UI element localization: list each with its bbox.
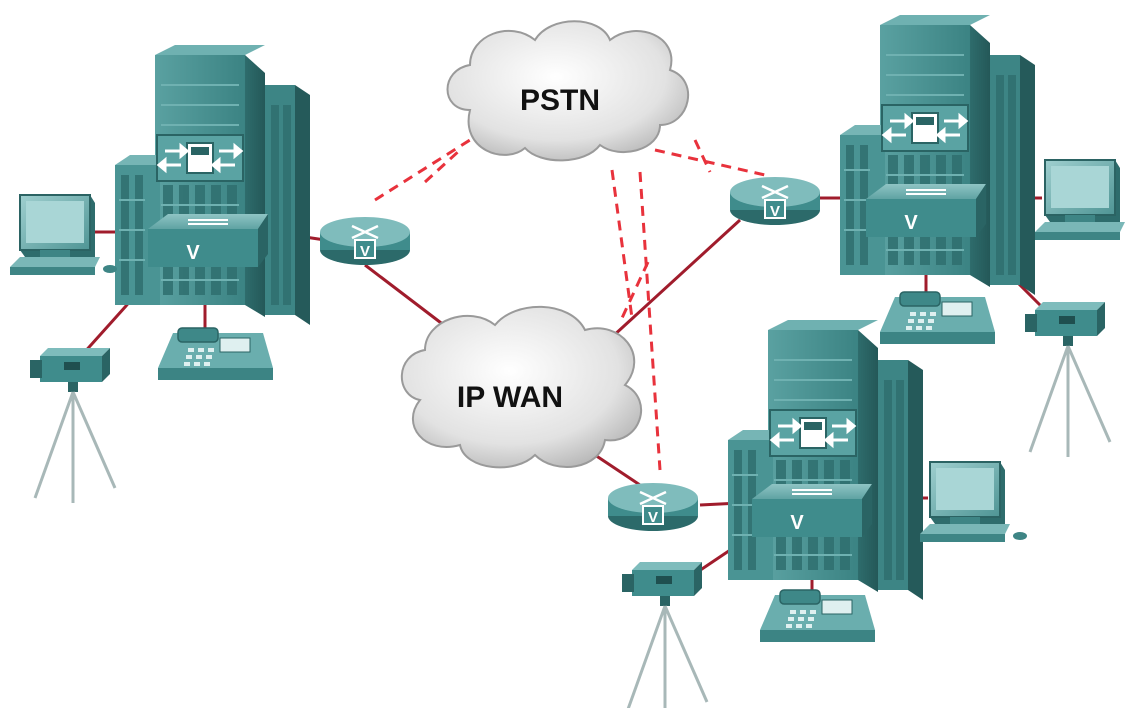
ipwan-cloud: IP WAN: [400, 305, 643, 469]
left-router[interactable]: V: [318, 215, 412, 267]
right-building: [838, 13, 1037, 297]
link-ipwan-bottom-router: [594, 453, 641, 487]
bottom-switch[interactable]: V: [751, 483, 873, 538]
pstn-link-bottom-a: [610, 169, 634, 319]
left-switch-label: V: [186, 242, 200, 264]
left-switch[interactable]: V: [147, 213, 269, 268]
bottom-pc[interactable]: [919, 461, 1028, 543]
bottom-switch-label: V: [790, 512, 804, 534]
pstn-cloud: PSTN: [446, 20, 689, 162]
pstn-link-bottom-b: [638, 171, 662, 471]
bottom-site: V V: [606, 318, 1028, 708]
pstn-link-right-a: [654, 148, 766, 177]
right-pc[interactable]: [1034, 159, 1125, 241]
right-camera[interactable]: [1023, 300, 1112, 459]
bottom-router-label: V: [648, 509, 658, 526]
pstn-link-left-a: [374, 138, 471, 202]
pstn-link-left-b: [423, 148, 462, 184]
left-pc[interactable]: [9, 194, 118, 276]
right-phone[interactable]: [879, 291, 996, 345]
left-phone[interactable]: [157, 327, 274, 381]
right-site: V V: [728, 13, 1125, 459]
right-switch-label: V: [904, 212, 918, 234]
right-switch[interactable]: V: [865, 183, 987, 238]
bottom-router[interactable]: V: [606, 481, 700, 533]
bottom-camera[interactable]: [620, 560, 709, 708]
bottom-building: [726, 318, 925, 602]
pstn-link-right-b: [693, 139, 712, 173]
bottom-phone[interactable]: [759, 589, 876, 643]
left-site: V V: [9, 43, 412, 505]
left-router-label: V: [360, 243, 370, 260]
pstn-link-bottom-c: [620, 261, 650, 319]
pstn-label: PSTN: [520, 84, 600, 117]
left-building: [113, 43, 312, 327]
ipwan-label: IP WAN: [457, 381, 563, 414]
right-router[interactable]: V: [728, 175, 822, 227]
link-ipwan-right-router: [598, 218, 742, 350]
pstn-links: [374, 138, 766, 471]
left-camera[interactable]: [28, 346, 117, 505]
right-router-label: V: [770, 203, 780, 220]
